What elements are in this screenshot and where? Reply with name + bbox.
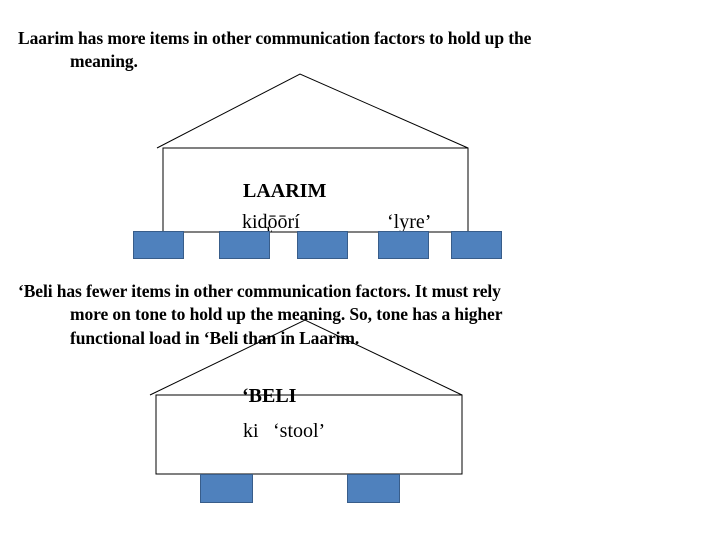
laarim-tone-block-2 (219, 231, 270, 259)
beli-paragraph-line-1: ‘Beli has fewer items in other communica… (18, 281, 501, 301)
beli-paragraph-line-3: functional load in ‘Beli than in Laarim. (70, 327, 360, 348)
beli-box-outline (155, 394, 463, 475)
beli-tone-block-1 (200, 474, 253, 503)
laarim-tone-block-5 (451, 231, 502, 259)
laarim-tone-block-4 (378, 231, 429, 259)
intro-paragraph: Laarim has more items in other communica… (18, 27, 678, 74)
beli-roof-outline (149, 319, 463, 396)
laarim-box-outline (162, 147, 469, 233)
intro-paragraph-line-2: meaning. (70, 51, 138, 72)
laarim-tone-block-1 (133, 231, 184, 259)
beli-paragraph: ‘Beli has fewer items in other communica… (18, 280, 668, 350)
laarim-word: kid̢ōōrí (242, 211, 300, 233)
intro-paragraph-line-1: Laarim has more items in other communica… (18, 28, 532, 48)
beli-language-label: ‘BELI (242, 385, 297, 407)
laarim-roof-outline (156, 73, 469, 149)
laarim-tone-block-3 (297, 231, 348, 259)
beli-gloss: ‘stool’ (273, 420, 326, 442)
beli-tone-block-2 (347, 474, 400, 503)
beli-word: ki (243, 420, 259, 442)
laarim-gloss: ‘lyre’ (387, 211, 432, 233)
beli-paragraph-line-2: more on tone to hold up the meaning. So,… (70, 304, 503, 325)
laarim-house-diagram: LAARIM kid̢ōōrí ‘lyre’ (133, 73, 502, 259)
laarim-language-label: LAARIM (243, 180, 327, 202)
